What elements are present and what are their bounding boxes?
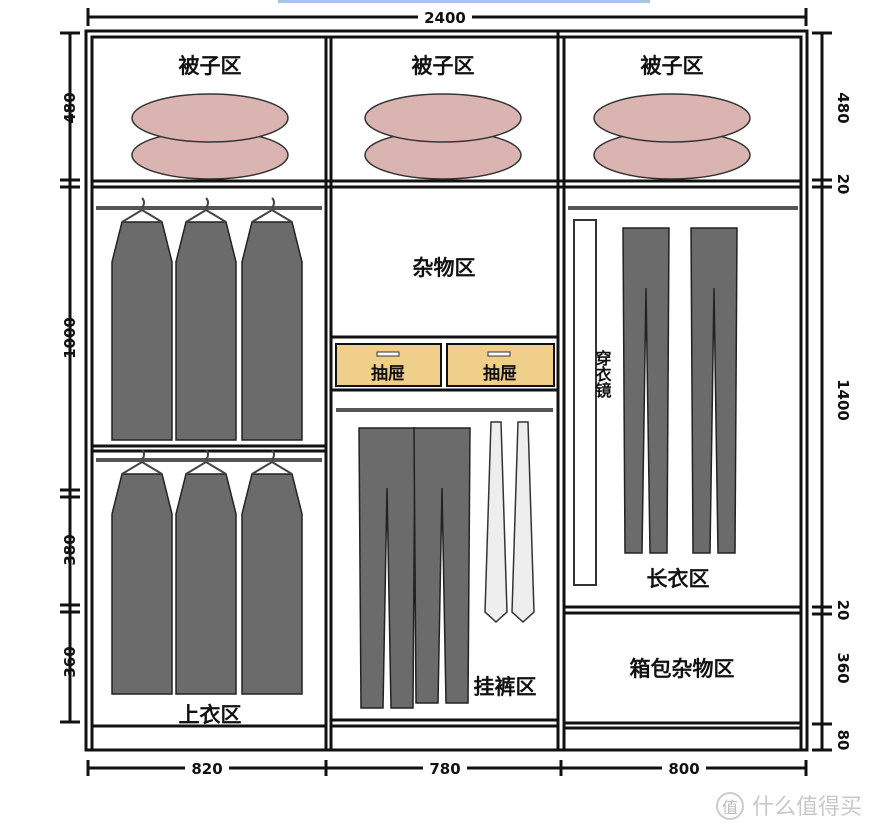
drawer-handle xyxy=(487,351,511,357)
label-quilt-right: 被子区 xyxy=(641,54,704,78)
dim-right-5: 80 xyxy=(834,730,852,751)
drawer-right[interactable] xyxy=(446,343,555,387)
label-quilt-middle: 被子区 xyxy=(412,54,475,78)
watermark-logo xyxy=(716,792,744,820)
watermark-logo-text: 值 xyxy=(722,798,738,817)
quilt-icon xyxy=(131,93,289,180)
label-quilt-left: 被子区 xyxy=(179,54,242,78)
pants-icon xyxy=(413,427,471,704)
dim-right-2: 1400 xyxy=(834,379,852,421)
mirror xyxy=(573,219,597,586)
jacket-icon xyxy=(241,197,303,441)
dim-bottom-0: 820 xyxy=(191,760,222,778)
dim-right-3: 20 xyxy=(834,600,852,621)
dim-right-0: 480 xyxy=(834,92,852,123)
dim-right-1: 20 xyxy=(834,174,852,195)
dim-bottom-2: 800 xyxy=(668,760,699,778)
dim-left-1: 1000 xyxy=(61,317,79,359)
dim-left-2: 380 xyxy=(61,534,79,565)
pants-icon xyxy=(358,427,416,709)
tie-icon xyxy=(484,421,508,624)
label-bags: 箱包杂物区 xyxy=(630,657,735,681)
drawer-handle xyxy=(376,351,400,357)
jacket-icon xyxy=(175,449,237,695)
pants-icon xyxy=(690,227,738,554)
label-mirror: 穿衣镜 xyxy=(593,349,612,399)
label-misc: 杂物区 xyxy=(413,256,476,280)
drawer-left[interactable] xyxy=(335,343,442,387)
watermark-text: 什么值得买 xyxy=(752,795,862,820)
pants-icon xyxy=(622,227,670,554)
wardrobe-frame xyxy=(84,29,809,752)
jacket-icon xyxy=(241,449,303,695)
dim-bottom-1: 780 xyxy=(429,760,460,778)
hanging-rods xyxy=(96,206,798,462)
label-drawer-right: 抽屉 xyxy=(483,363,517,384)
dim-left-3: 360 xyxy=(61,646,79,677)
dim-2400: 2400 xyxy=(424,9,466,27)
label-long-clothes: 长衣区 xyxy=(647,567,710,591)
label-pants: 挂裤区 xyxy=(474,675,537,699)
jacket-icon xyxy=(111,449,173,695)
dim-left-0: 480 xyxy=(61,92,79,123)
tie-icon xyxy=(511,421,535,624)
quilt-icon xyxy=(364,93,522,180)
jacket-icon xyxy=(111,197,173,441)
dim-right-4: 360 xyxy=(834,652,852,683)
jacket-icon xyxy=(175,197,237,441)
dim-total-width xyxy=(86,8,808,26)
top-bar xyxy=(278,0,650,3)
quilt-icon xyxy=(593,93,751,180)
label-drawer-left: 抽屉 xyxy=(371,363,405,384)
label-tops: 上衣区 xyxy=(179,703,242,727)
